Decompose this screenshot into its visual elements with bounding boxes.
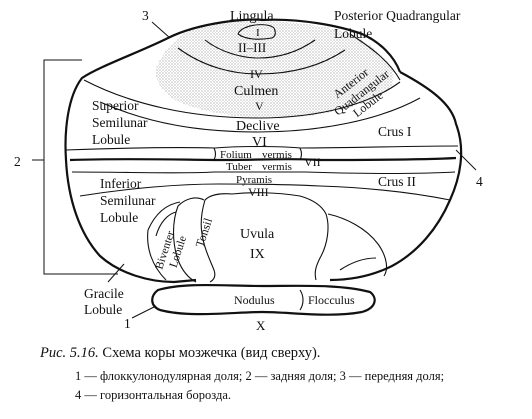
label-uvula: Uvula	[240, 227, 275, 242]
fissure-ii-iii	[204, 39, 316, 59]
label-lingula: Lingula	[230, 9, 274, 24]
legend-line-2: 4 — горизонтальная борозда.	[75, 388, 231, 402]
label-declive: Declive	[236, 119, 280, 134]
label-biventer: Biventer Lobule	[153, 229, 189, 271]
label-lobule-ii-iii: II–III	[238, 40, 266, 55]
fissure-right-lower	[339, 257, 377, 271]
label-inferior-semilunar-line3: Lobule	[100, 210, 138, 225]
fissure-folium-top	[65, 145, 459, 151]
fissure-tuber-bottom	[71, 171, 456, 175]
label-superior-semilunar-line3: Lobule	[92, 132, 130, 147]
anterior-lobe-shading	[155, 21, 394, 119]
label-superior-semilunar-line1: Superior	[92, 98, 139, 113]
nodulus-divider	[299, 289, 304, 311]
label-number-1: 1	[124, 316, 131, 331]
biventer-outline	[147, 201, 181, 281]
fissure-declive-upper	[99, 97, 421, 133]
primary-fissure	[83, 79, 401, 119]
cerebellum-outline	[64, 18, 402, 284]
flocculonodular-lobe	[151, 283, 376, 316]
figure-caption: Рис. 5.16. Схема коры мозжечка (вид свер…	[40, 344, 520, 362]
bracket-2	[43, 59, 118, 275]
leader-gracile	[107, 263, 125, 283]
label-posterior-quadrangular-line2: Lobule	[334, 26, 372, 41]
anterior-quadrangular-boundary	[349, 33, 401, 81]
label-vermis-folium: vermis	[262, 149, 292, 161]
leader-3	[151, 21, 171, 39]
figure-title: Схема коры мозжечка (вид сверху).	[102, 345, 321, 361]
label-lobule-i: I	[256, 27, 260, 39]
fissure-iii-iv	[177, 47, 346, 75]
biventer-inner	[155, 211, 177, 237]
figure-number: Рис. 5.16.	[40, 345, 99, 361]
label-inferior-semilunar-line2: Semilunar	[100, 193, 156, 208]
label-inferior-semilunar-line1: Inferior	[100, 176, 142, 191]
tonsil-outline	[172, 197, 205, 283]
label-tonsil-group: Tonsil	[193, 216, 216, 249]
label-lobule-ix: IX	[250, 247, 265, 262]
uvula-outline	[200, 192, 329, 283]
horizontal-fissure	[69, 156, 457, 162]
label-gracile-line1: Gracile	[84, 286, 124, 301]
label-lobule-v: V	[255, 99, 264, 113]
label-lobule-iv: IV	[250, 67, 263, 81]
label-lobule-vii: VII	[304, 155, 321, 169]
label-culmen: Culmen	[234, 84, 278, 99]
label-crus-i: Crus I	[378, 124, 412, 139]
label-number-2: 2	[14, 154, 21, 169]
label-tonsil: Tonsil	[193, 216, 216, 249]
label-posterior-quadrangular-line1: Posterior Quadrangular	[334, 8, 461, 23]
fissure-right-biventer	[327, 213, 388, 277]
label-nodulus: Nodulus	[234, 293, 275, 307]
label-folium: Folium	[220, 149, 252, 161]
label-superior-semilunar-line2: Semilunar	[92, 115, 148, 130]
legend-line-1: 1 — флоккулонодулярная доля; 2 — задняя …	[75, 369, 445, 383]
label-crus-ii: Crus II	[378, 174, 416, 189]
label-lobule-vi: VI	[252, 135, 267, 150]
label-pyramis: Pyramis	[236, 174, 272, 186]
cerebellum-diagram: Lingula I II–III IV Culmen V Declive VI …	[14, 8, 483, 333]
leader-1	[131, 305, 157, 319]
label-lobule-x: X	[256, 318, 266, 333]
label-gracile-line2: Lobule	[84, 302, 122, 317]
label-lobule-viii: VIII	[248, 185, 269, 199]
label-tuber: Tuber	[226, 161, 252, 173]
leader-4	[455, 149, 477, 171]
label-flocculus: Flocculus	[308, 293, 355, 307]
folium-vermis-box	[213, 147, 303, 161]
label-number-3: 3	[142, 8, 149, 23]
fissure-pyramis	[79, 183, 451, 201]
lingula-outline	[237, 24, 276, 40]
label-vermis-tuber: vermis	[262, 161, 292, 173]
label-number-4: 4	[476, 174, 483, 189]
